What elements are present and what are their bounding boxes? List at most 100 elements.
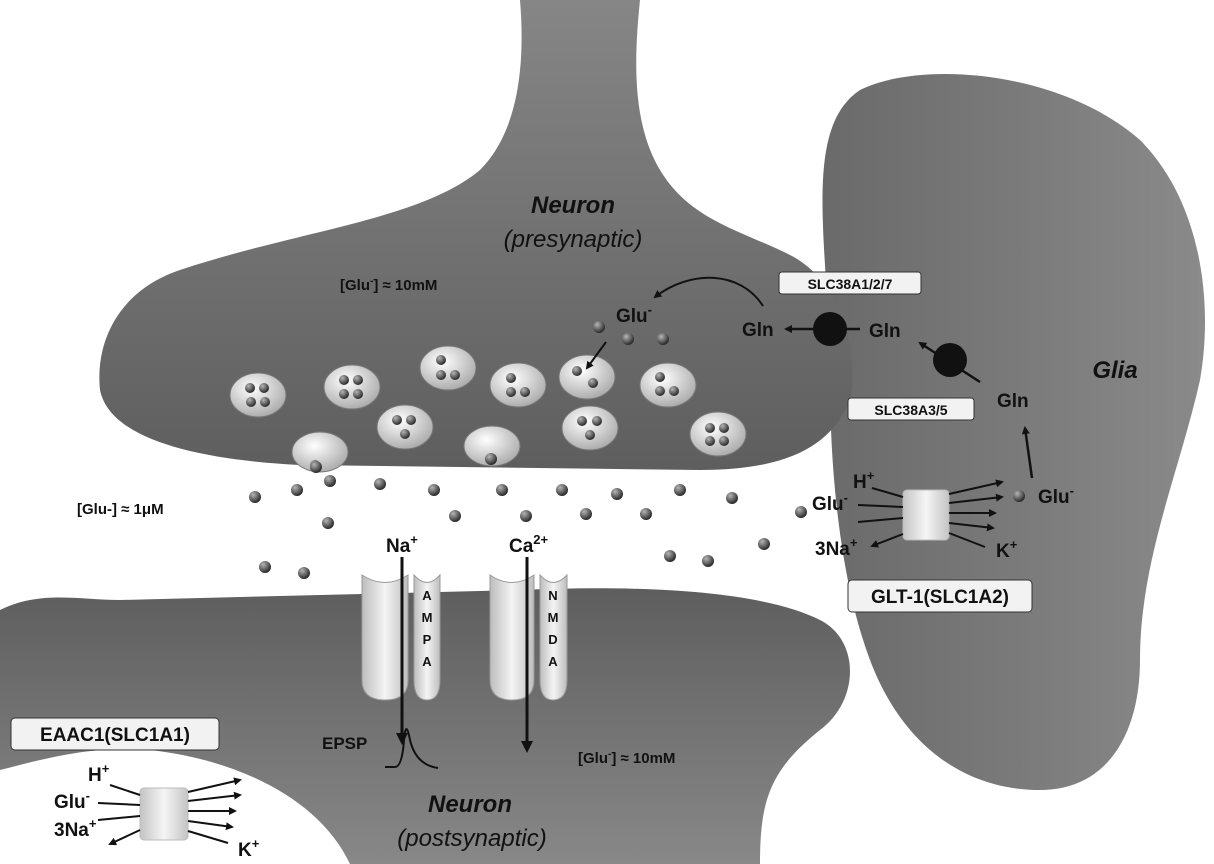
glutamate-molecule bbox=[593, 321, 605, 333]
glt1-k-text: K bbox=[996, 541, 1010, 562]
eaac1-transporter bbox=[98, 780, 240, 844]
glt1-k-sup: + bbox=[1010, 537, 1018, 552]
slc38a35-transporter bbox=[933, 343, 967, 377]
glutamate-molecule bbox=[449, 510, 461, 522]
eaac1-glu-text: Glu bbox=[54, 792, 86, 813]
glt1-glu-sup: - bbox=[844, 490, 848, 505]
glutamate-molecule bbox=[428, 484, 440, 496]
presynaptic-title: Neuron bbox=[531, 192, 615, 219]
epsp-label: EPSP bbox=[322, 734, 367, 753]
glutamate-molecule bbox=[726, 492, 738, 504]
glu-pre-prefix: [Glu bbox=[340, 277, 370, 294]
glutamate-molecule bbox=[249, 491, 261, 503]
vesicle bbox=[490, 363, 546, 407]
eaac1-label: EAAC1(SLC1A1) bbox=[40, 725, 190, 746]
glia-glu-molecule bbox=[1013, 490, 1025, 502]
glutamate-molecule bbox=[758, 538, 770, 550]
postsynaptic-subtitle: (postsynaptic) bbox=[397, 825, 546, 852]
glutamate-molecule bbox=[496, 484, 508, 496]
presynaptic-subtitle: (presynaptic) bbox=[504, 226, 643, 253]
glia-glu-text: Glu bbox=[1038, 487, 1070, 508]
gln-glia-label: Gln bbox=[997, 391, 1029, 412]
glutamate-molecule bbox=[298, 567, 310, 579]
glt1-h-sup: + bbox=[867, 468, 875, 483]
glutamate-molecule bbox=[611, 488, 623, 500]
glutamate-molecule bbox=[657, 333, 669, 345]
eaac1-h-sup: + bbox=[102, 761, 110, 776]
glutamate-molecule bbox=[640, 508, 652, 520]
gln-between-label: Gln bbox=[869, 321, 901, 342]
ampa-letter: M bbox=[422, 610, 433, 625]
eaac1-glu-sup: - bbox=[86, 788, 90, 803]
eaac1-box: EAAC1(SLC1A1) bbox=[11, 718, 219, 750]
glia-glu-label: Glu- bbox=[1038, 483, 1074, 508]
slc38a35-box: SLC38A3/5 bbox=[848, 398, 974, 420]
glia-title: Glia bbox=[1092, 357, 1137, 384]
na-channel-label: Na+ bbox=[386, 532, 418, 557]
glutamate-molecule bbox=[310, 461, 322, 473]
glu-pre-value: ] ≈ 10mM bbox=[373, 277, 437, 294]
nmda-letter: D bbox=[548, 632, 557, 647]
na-channel-sup: + bbox=[410, 532, 418, 547]
ca-channel-sup: 2+ bbox=[533, 532, 548, 547]
glutamate-molecule bbox=[259, 561, 271, 573]
glu-neuron-text: Glu bbox=[616, 306, 648, 327]
glutamate-molecule bbox=[520, 510, 532, 522]
glu-post-concentration: [Glu-] ≈ 10mM bbox=[578, 749, 675, 767]
eaac1-na-text: 3Na bbox=[54, 820, 89, 841]
eaac1-na-sup: + bbox=[89, 816, 97, 831]
glu-pre-concentration: [Glu-] ≈ 10mM bbox=[340, 276, 437, 294]
vesicle bbox=[324, 365, 380, 409]
slc38a35-label: SLC38A3/5 bbox=[874, 402, 947, 418]
glutamate-molecule bbox=[324, 475, 336, 487]
gln-neuron-label: Gln bbox=[742, 320, 774, 341]
vesicle bbox=[230, 373, 286, 417]
glu-neuron-label: Glu- bbox=[616, 302, 652, 327]
presynaptic-neuron bbox=[99, 0, 852, 470]
vesicle bbox=[377, 405, 433, 449]
ampa-letter: A bbox=[422, 654, 432, 669]
glutamate-molecule bbox=[580, 508, 592, 520]
eaac1-h-label: H+ bbox=[88, 761, 110, 786]
glutamate-molecule bbox=[291, 484, 303, 496]
glu-post-value: ] ≈ 10mM bbox=[611, 750, 675, 767]
na-channel-text: Na bbox=[386, 536, 411, 557]
glutamate-molecule bbox=[622, 333, 634, 345]
eaac1-k-text: K bbox=[238, 840, 252, 861]
ca-channel-text: Ca bbox=[509, 536, 534, 557]
eaac1-h-text: H bbox=[88, 765, 102, 786]
eaac1-na-label: 3Na+ bbox=[54, 816, 97, 841]
nmda-letter: N bbox=[548, 588, 557, 603]
glt1-glu-label: Glu- bbox=[812, 490, 848, 515]
nmda-letter: M bbox=[548, 610, 559, 625]
glu-neuron-sup: - bbox=[648, 302, 652, 317]
glu-cleft-concentration: [Glu-] ≈ 1μM bbox=[77, 501, 164, 518]
glia-glu-sup: - bbox=[1070, 483, 1074, 498]
vesicle bbox=[559, 355, 615, 399]
glia-cell bbox=[823, 74, 1205, 790]
slc38a127-box: SLC38A1/2/7 bbox=[779, 272, 921, 294]
glt1-na-text: 3Na bbox=[815, 539, 850, 560]
glutamate-molecule bbox=[795, 506, 807, 518]
glutamate-molecule bbox=[674, 484, 686, 496]
eaac1-glu-label: Glu- bbox=[54, 788, 90, 813]
glt1-label: GLT-1(SLC1A2) bbox=[871, 587, 1009, 608]
glt1-h-text: H bbox=[853, 472, 867, 493]
glutamate-molecule bbox=[664, 550, 676, 562]
postsynaptic-title: Neuron bbox=[428, 791, 512, 818]
eaac1-k-sup: + bbox=[252, 836, 260, 851]
nmda-letter: A bbox=[548, 654, 558, 669]
glutamate-molecule bbox=[374, 478, 386, 490]
vesicle bbox=[690, 412, 746, 456]
vesicle bbox=[640, 363, 696, 407]
ampa-letter: P bbox=[423, 632, 432, 647]
vesicle bbox=[562, 406, 618, 450]
glt1-glu-text: Glu bbox=[812, 494, 844, 515]
glt1-box: GLT-1(SLC1A2) bbox=[848, 580, 1032, 612]
glutamate-molecule bbox=[702, 555, 714, 567]
glt1-na-sup: + bbox=[850, 535, 858, 550]
glutamate-molecule bbox=[485, 453, 497, 465]
eaac1-k-label: K+ bbox=[238, 836, 260, 861]
glutamate-molecule bbox=[322, 517, 334, 529]
